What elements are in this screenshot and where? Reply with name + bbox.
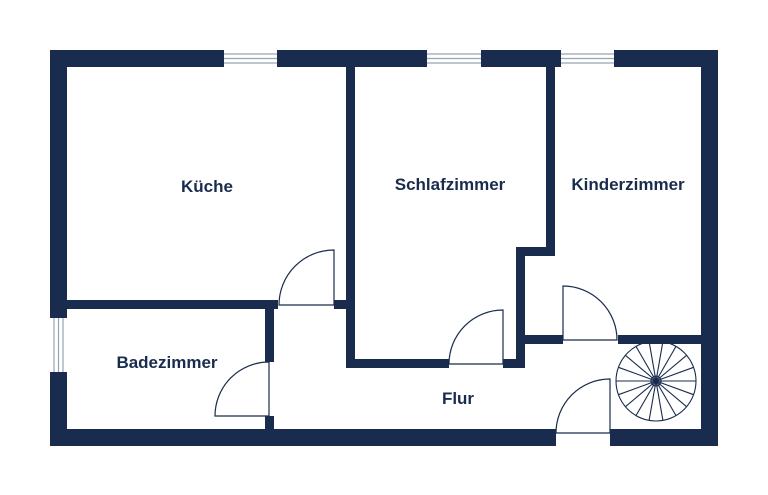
door-bathroom (214, 361, 270, 417)
wall-left-1 (50, 50, 67, 318)
window-bedroom-top (427, 53, 481, 64)
wall-kitchen-bedroom (346, 66, 355, 368)
wall-bedroom-kids-lower (516, 247, 525, 368)
wall-right (701, 50, 718, 446)
wall-kids-bottom-2 (618, 335, 708, 344)
spiral-staircase (615, 340, 697, 422)
room-label-kids-room: Kinderzimmer (571, 175, 685, 194)
wall-top-2 (277, 50, 427, 67)
wall-bedroom-bottom-2 (503, 359, 525, 368)
room-label-bathroom: Badezimmer (116, 353, 218, 372)
wall-kitchen-bath (50, 300, 278, 309)
window-kitchen-top (224, 53, 277, 64)
wall-top-4 (614, 50, 718, 67)
door-kidsroom (562, 285, 618, 341)
windows (53, 53, 614, 372)
wall-kids-bottom-1 (516, 335, 563, 344)
wall-step (516, 247, 555, 256)
wall-left-2 (50, 372, 67, 446)
room-label-hallway: Flur (441, 389, 475, 408)
door-kitchen (278, 249, 335, 306)
room-label-bedroom: Schlafzimmer (394, 175, 506, 194)
wall-bottom-1 (50, 429, 556, 446)
door-entry (555, 378, 611, 434)
wall-bedroom-bottom-1 (346, 359, 449, 368)
wall-bath-right-top (265, 300, 274, 362)
wall-bedroom-kids-upper (546, 66, 555, 255)
outer-walls (50, 50, 718, 446)
window-kidsroom-top (561, 53, 614, 64)
wall-bath-right-bottom (265, 416, 274, 434)
wall-top-3 (481, 50, 561, 67)
doors (214, 249, 618, 434)
door-bedroom (448, 309, 504, 365)
wall-bottom-2 (610, 429, 718, 446)
room-label-kitchen: Küche (181, 177, 233, 196)
window-bathroom-left (53, 318, 64, 372)
wall-top-1 (50, 50, 224, 67)
wall-kitchen-door-stub (334, 300, 355, 309)
interior-walls (50, 66, 708, 434)
